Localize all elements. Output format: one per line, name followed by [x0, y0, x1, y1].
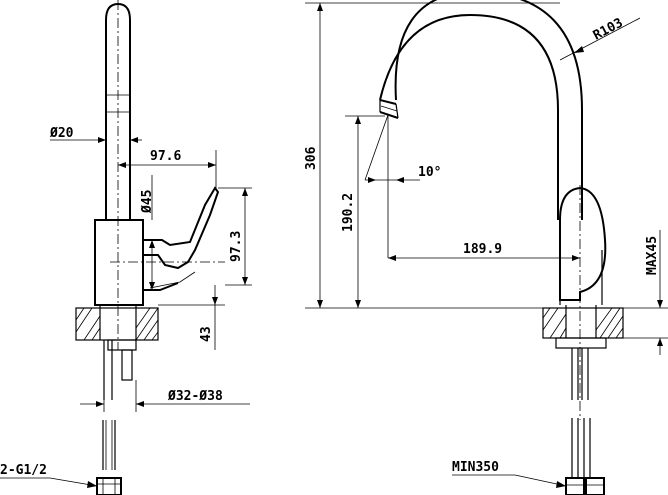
dim-body-diameter: Ø45 — [140, 190, 155, 214]
side-view: Ø20 97.6 Ø45 97.3 43 Ø32-Ø38 — [0, 0, 252, 495]
dim-total-height: 306 — [304, 146, 319, 170]
dim-spout-radius: R103 — [591, 16, 626, 44]
dim-spout-diameter: Ø20 — [49, 126, 74, 141]
dim-handle-offset: 97.6 — [150, 149, 181, 164]
deck-hatch-right — [542, 307, 624, 339]
dim-handle-height: 97.3 — [229, 231, 244, 262]
dim-spout-height: 190.2 — [341, 193, 356, 232]
dim-mount-hole: Ø32-Ø38 — [167, 389, 223, 404]
label-thread: 2-G1/2 — [0, 463, 47, 478]
dim-spout-reach: 189.9 — [463, 242, 502, 257]
deck-hatch-left — [75, 307, 159, 341]
front-view: 306 190.2 10° R103 189.9 MAX45 — [304, 0, 668, 495]
dim-spout-angle: 10° — [418, 165, 441, 180]
label-min-hose: MIN350 — [452, 460, 499, 475]
dim-base-height: 43 — [199, 326, 214, 342]
dim-max-deck: MAX45 — [645, 236, 660, 275]
